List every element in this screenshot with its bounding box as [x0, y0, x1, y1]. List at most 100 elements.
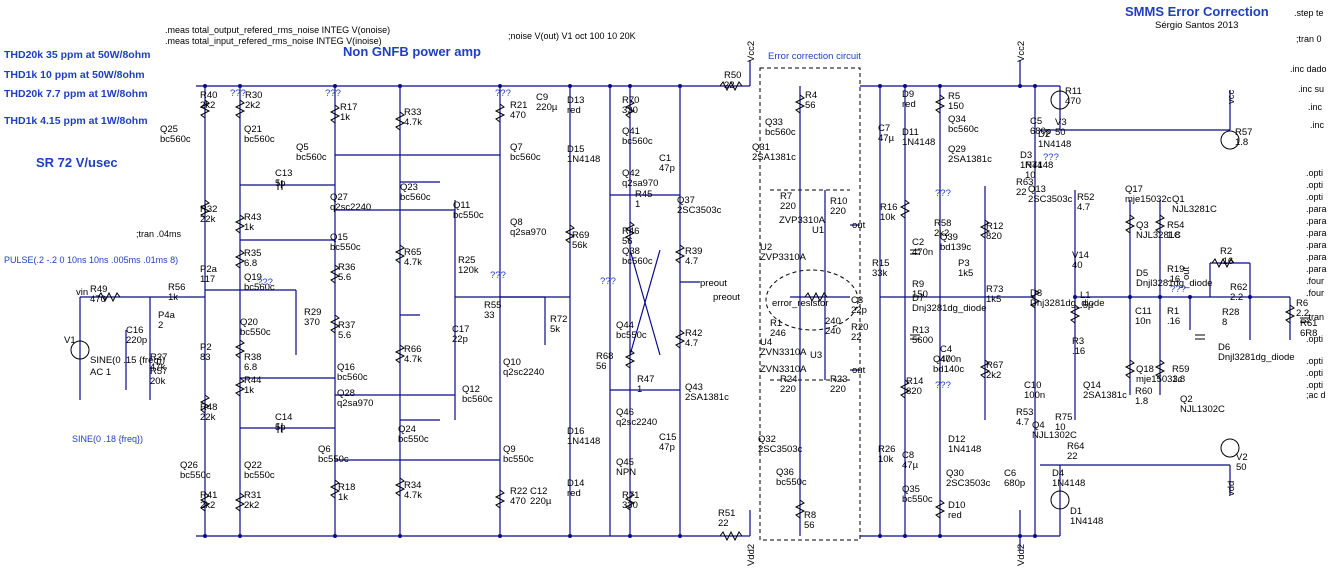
component-ref-q15: Q15 [330, 232, 348, 243]
component-ref-d5: D5 [1136, 268, 1148, 279]
unknown-marker: ??? [257, 277, 273, 288]
component-value-u4: ZVN3310A [760, 347, 807, 358]
component-value-r18: 1k [338, 492, 348, 503]
component-value-q10: q2sc2240 [503, 367, 544, 378]
component-ref-c17: C17 [452, 324, 469, 335]
component-value-r60: 1.8 [1135, 396, 1148, 407]
component-ref-r24: R24 [780, 374, 797, 385]
component-ref-q9: Q9 [503, 444, 516, 455]
component-value-r23: 220 [830, 384, 846, 395]
component-ref-r60: R60 [1135, 386, 1152, 397]
component-value-r25: 120k [458, 265, 479, 276]
component-value-q34: bc560c [948, 124, 979, 135]
component-value-q27: q2sc2240 [330, 202, 371, 213]
component-ref-d12: D12 [948, 434, 965, 445]
component-ref-q7: Q7 [510, 142, 523, 153]
component-ref-q1: Q1 [1172, 194, 1185, 205]
component-ref-q2: Q2 [1180, 394, 1193, 405]
component-ref-r11: R11 [1065, 86, 1082, 97]
component-value-d11: 1N4148 [902, 137, 935, 148]
component-value-r58: 2k2 [934, 228, 949, 239]
component-value-q3: NJL3281C [1136, 230, 1181, 241]
net-vcc: vcc [1226, 90, 1237, 105]
component-ref-r12: R12 [986, 221, 1003, 232]
component-ref-r36: R36 [338, 262, 355, 273]
component-value-r22: 470 [510, 496, 526, 507]
component-ref-r39: R39 [685, 246, 702, 257]
component-ref-r47: R47 [637, 374, 654, 385]
voltage-sources [70, 90, 1240, 510]
component-value-q31: 2SA1381c [752, 152, 796, 163]
component-ref-r74: R74 [1025, 160, 1042, 171]
component-value-r39: 4.7 [685, 256, 698, 267]
net-out-bottom: out [852, 365, 866, 376]
component-value-r7: 220 [780, 201, 796, 212]
component-ref-r14: R14 [906, 376, 923, 387]
component-value-r52: 4.7 [1077, 202, 1090, 213]
component-value-q20: bc550c [240, 327, 271, 338]
component-value-r42: 4.7 [685, 338, 698, 349]
component-ref-c16: C16 [126, 325, 143, 336]
component-ref-d1: D1 [1070, 506, 1082, 517]
component-ref-p2b: P2 [200, 342, 212, 353]
title: SMMS Error Correction [1125, 4, 1269, 19]
component-value-r66: 4.7k [404, 354, 422, 365]
meas-input: .meas total_input_refered_rms_noise INTE… [165, 36, 382, 46]
component-ref-q36: Q36 [776, 467, 794, 478]
component-value-r43: 1k [244, 222, 254, 233]
component-ref-c9: C9 [536, 92, 548, 103]
component-value-d9: red [902, 99, 916, 110]
component-ref-q41: Q41 [622, 126, 640, 137]
component-ref-c13: C13 [275, 168, 292, 179]
component-value-v14: 40 [1072, 260, 1083, 271]
sine-lower: SINE(0 .18 {freq}) [72, 434, 143, 444]
component-value-q21: bc560c [244, 134, 275, 145]
component-ref-r25: R25 [458, 255, 475, 266]
component-ref-d13: D13 [567, 95, 584, 106]
component-value-p2b: 83 [200, 352, 211, 363]
component-ref-q24: Q24 [398, 424, 416, 435]
component-ref-r9: R9 [912, 279, 924, 290]
component-ref-q43: Q43 [685, 382, 703, 393]
component-value-c12: 220µ [530, 496, 552, 507]
component-ref-r65: R65 [404, 247, 421, 258]
component-ref-q33: Q33 [765, 117, 783, 128]
component-value-r35: 6.8 [244, 258, 257, 269]
opt-7: .opti [1306, 380, 1323, 390]
component-ref-c4: C4 [940, 344, 952, 355]
opt-6: .opti [1306, 368, 1323, 378]
component-ref-q38: Q38 [622, 246, 640, 257]
component-ref-u4: U4 [760, 337, 772, 348]
meas-output: .meas total_output_refered_rms_noise INT… [165, 25, 390, 35]
component-value-q41: bc560c [622, 136, 653, 147]
component-ref-d10: D10 [948, 500, 965, 511]
component-value-d5: Dnjl3281dg_diode [1136, 278, 1213, 289]
component-ref-q34: Q34 [948, 114, 966, 125]
component-value-r53: 4.7 [1016, 417, 1029, 428]
component-ref-r17: R17 [340, 102, 357, 113]
component-ref-r1b: R1 [1167, 306, 1179, 317]
component-ref-d3: D3 [1020, 150, 1032, 161]
component-value-r17: 1k [340, 112, 350, 123]
component-ref-r44: R44 [244, 375, 261, 386]
component-value-q5: bc560c [296, 152, 327, 163]
component-ref-r46: R46 [622, 226, 639, 237]
component-value-r48: 22k [200, 412, 216, 423]
component-ref-d6: D6 [1218, 342, 1230, 353]
component-ref-r67: R67 [986, 360, 1003, 371]
component-value-c7: 47µ [878, 133, 895, 144]
component-ref-r6: R6 [1296, 298, 1308, 309]
component-ref-r71: R71 [622, 490, 639, 501]
component-value-r72: 5k [550, 324, 560, 335]
component-value-q7: bc560c [510, 152, 541, 163]
component-value-r5: 150 [948, 101, 964, 112]
spec-2: THD1k 10 ppm at 50W/8ohm [4, 69, 145, 81]
component-value-v3: 50 [1055, 127, 1066, 138]
component-value-q13: 2SC3503c [1028, 194, 1073, 205]
unknown-marker: ??? [935, 188, 951, 199]
component-ref-r38: R38 [244, 352, 261, 363]
component-value-r54: 1.8 [1167, 230, 1180, 241]
component-ref-r26: R26 [878, 444, 895, 455]
spec-3: THD20k 7.7 ppm at 1W/8ohm [4, 88, 148, 100]
component-ref-r62: R62 [1230, 282, 1247, 293]
